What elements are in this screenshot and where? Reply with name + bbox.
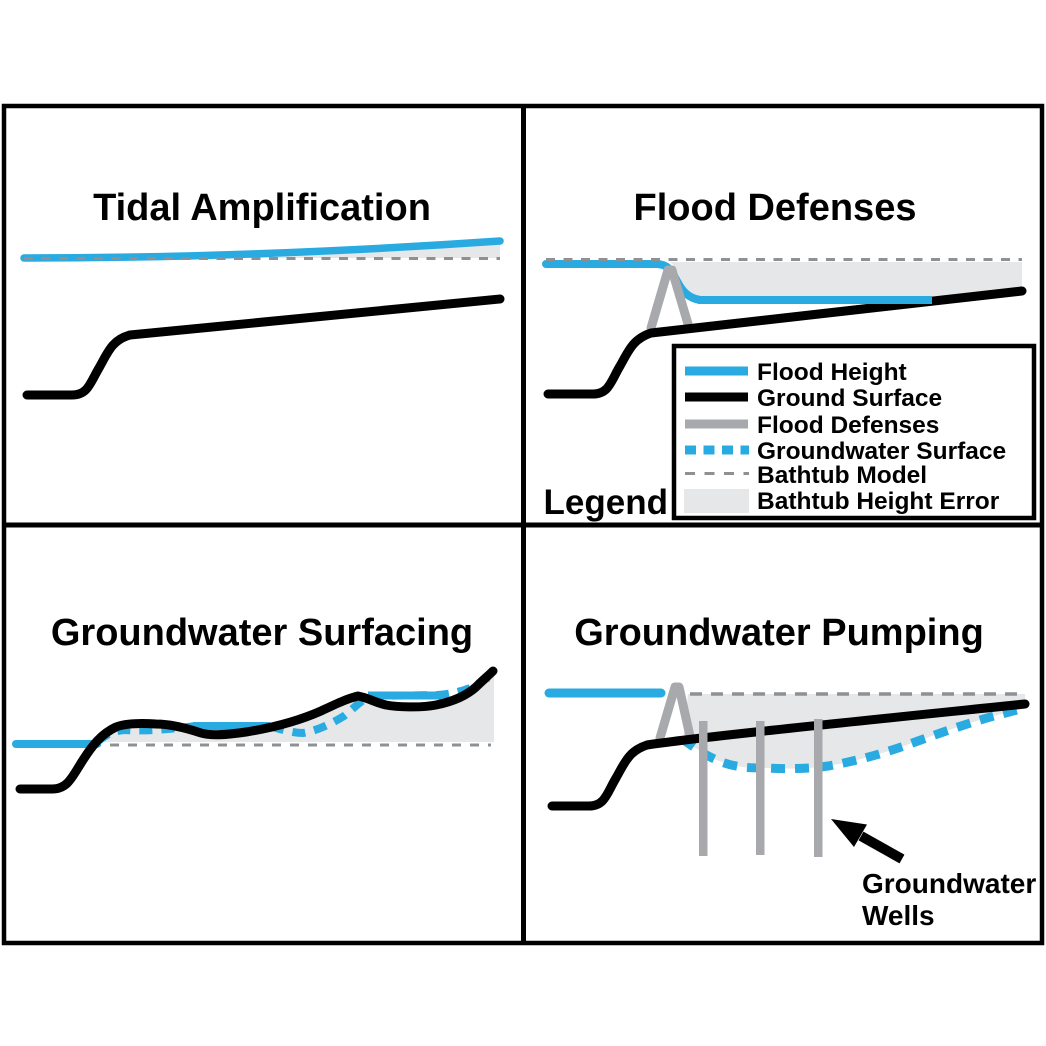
panel-groundwater-pumping: Groundwater Pumping Groundwater Wells <box>544 612 1036 931</box>
groundwater-surface-line <box>95 673 497 745</box>
panel-flood-defenses: Flood Defenses Legend Flood Height Groun… <box>542 187 1037 522</box>
legend-label-bathtub-height-error: Bathtub Height Error <box>757 488 1000 515</box>
flood-defense-levee <box>655 682 695 743</box>
panel-groundwater-surfacing: Groundwater Surfacing <box>12 612 498 794</box>
panel-title-tidal-amplification: Tidal Amplification <box>93 187 431 229</box>
groundwater-well-bar <box>814 719 823 857</box>
legend-box <box>671 343 1037 521</box>
legend-label-ground-surface: Ground Surface <box>757 385 942 412</box>
groundwater-wells-label-line1: Groundwater <box>862 868 1036 899</box>
groundwater-wells-label-line2: Wells <box>862 900 935 931</box>
groundwater-well-bar <box>699 721 708 856</box>
ground-surface-line <box>543 286 1027 399</box>
ground-surface-line <box>22 294 505 400</box>
flood-defense-levee <box>646 265 693 333</box>
panel-grid-borders <box>1 103 1045 946</box>
legend-heading: Legend <box>544 483 668 522</box>
legend-label-groundwater-surface: Groundwater Surface <box>757 438 1006 465</box>
legend-label-bathtub-model: Bathtub Model <box>757 462 927 489</box>
panel-title-groundwater-surfacing: Groundwater Surfacing <box>51 612 473 654</box>
legend-label-flood-height: Flood Height <box>757 359 907 386</box>
panel-tidal-amplification: Tidal Amplification <box>20 187 505 400</box>
legend: Legend Flood Height Ground Surface Flood… <box>544 343 1037 522</box>
legend-swatch-bathtub-height-error <box>684 489 749 513</box>
ground-surface-line <box>15 666 498 794</box>
panel-title-flood-defenses: Flood Defenses <box>634 187 917 229</box>
flood-height-line <box>20 237 504 262</box>
arrow-shaft <box>858 831 905 864</box>
bathtub-error-fill <box>670 262 1022 300</box>
panel-title-groundwater-pumping: Groundwater Pumping <box>574 612 984 654</box>
bathtub-error-fill <box>24 241 500 258</box>
groundwater-wells-arrow <box>831 819 905 864</box>
groundwater-well-bar <box>756 721 765 855</box>
arrow-head-icon <box>831 819 867 847</box>
ground-surface-line <box>547 699 1030 811</box>
legend-label-flood-defenses: Flood Defenses <box>757 412 939 439</box>
bathtub-error-fill <box>97 671 494 744</box>
